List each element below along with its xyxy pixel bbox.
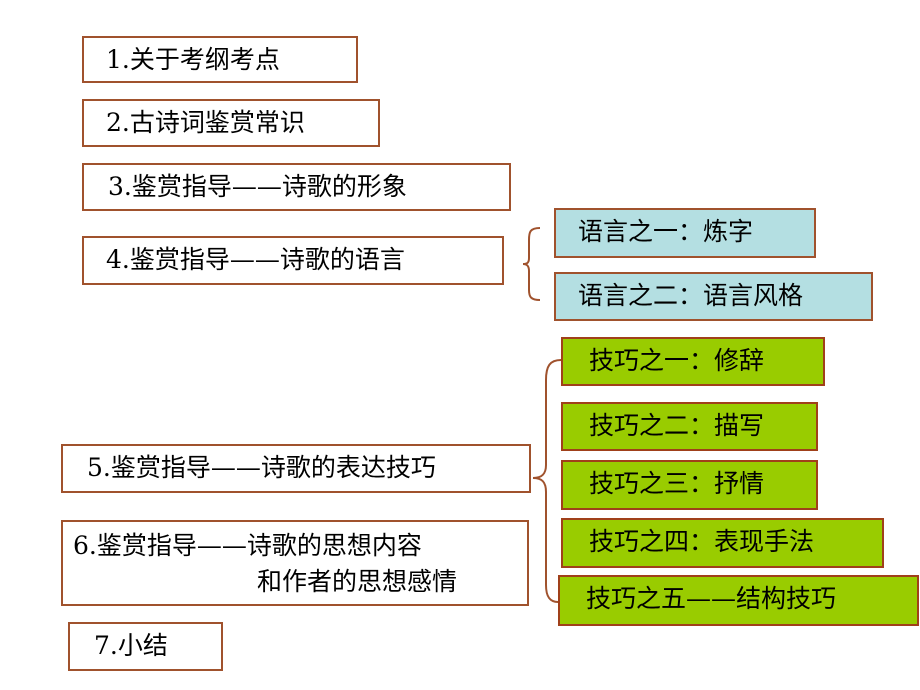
outline-item-label: 2.古诗词鉴赏常识 xyxy=(106,108,305,137)
technique-branch-2[interactable]: 技巧之二：描写 xyxy=(561,402,818,451)
technique-brace xyxy=(532,359,562,603)
technique-branch-label: 技巧之二：描写 xyxy=(589,411,765,440)
technique-branch-label: 技巧之一：修辞 xyxy=(589,346,765,375)
outline-item-1[interactable]: 1.关于考纲考点 xyxy=(82,36,358,83)
technique-branch-label: 技巧之三：抒情 xyxy=(589,469,765,498)
outline-item-7[interactable]: 7.小结 xyxy=(68,622,223,671)
outline-item-2[interactable]: 2.古诗词鉴赏常识 xyxy=(82,99,380,147)
outline-item-4[interactable]: 4.鉴赏指导——诗歌的语言 xyxy=(82,236,504,285)
outline-item-label-line1: 6.鉴赏指导——诗歌的思想内容 xyxy=(73,531,422,560)
language-branch-label: 语言之一：炼字 xyxy=(578,217,754,246)
outline-item-label-line2: 和作者的思想感情 xyxy=(257,567,458,596)
outline-item-6[interactable]: 6.鉴赏指导——诗歌的思想内容 和作者的思想感情 xyxy=(61,520,529,606)
outline-item-3[interactable]: 3.鉴赏指导——诗歌的形象 xyxy=(82,163,511,211)
language-branch-1[interactable]: 语言之一：炼字 xyxy=(554,208,816,258)
outline-item-label: 5.鉴赏指导——诗歌的表达技巧 xyxy=(87,453,436,482)
technique-branch-3[interactable]: 技巧之三：抒情 xyxy=(561,460,818,510)
technique-branch-5[interactable]: 技巧之五——结构技巧 xyxy=(558,575,919,626)
technique-branch-1[interactable]: 技巧之一：修辞 xyxy=(561,337,825,386)
language-brace xyxy=(522,227,541,301)
outline-item-label: 3.鉴赏指导——诗歌的形象 xyxy=(108,172,407,201)
outline-item-5[interactable]: 5.鉴赏指导——诗歌的表达技巧 xyxy=(61,444,531,493)
technique-branch-4[interactable]: 技巧之四：表现手法 xyxy=(561,518,884,568)
outline-item-label: 1.关于考纲考点 xyxy=(106,45,280,74)
technique-branch-label: 技巧之五——结构技巧 xyxy=(586,584,837,613)
outline-item-label: 4.鉴赏指导——诗歌的语言 xyxy=(106,245,405,274)
language-branch-label: 语言之二：语言风格 xyxy=(578,281,804,310)
language-branch-2[interactable]: 语言之二：语言风格 xyxy=(554,272,873,321)
outline-item-label: 7.小结 xyxy=(94,631,168,660)
technique-branch-label: 技巧之四：表现手法 xyxy=(589,527,815,556)
